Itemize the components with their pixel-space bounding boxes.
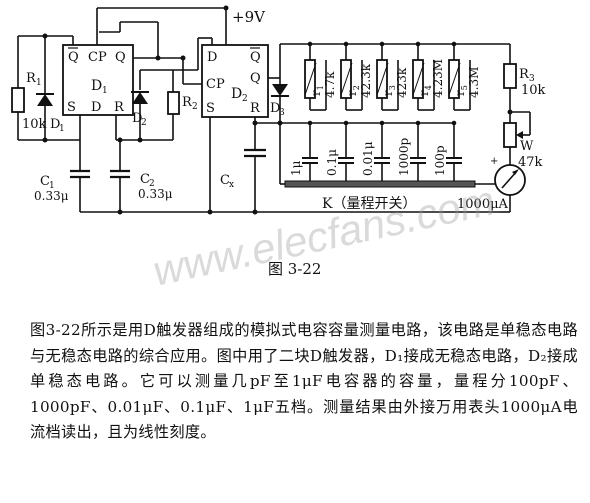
r3-name: R — [519, 67, 530, 82]
junction — [42, 137, 48, 143]
figure-label: 图 3-22 — [268, 260, 321, 278]
r1-sub: 1 — [36, 78, 42, 88]
c2-value: 0.33μ — [138, 187, 173, 201]
junction — [252, 120, 258, 126]
supply-label: +9V — [232, 8, 266, 26]
range-resistor-label: r1 — [309, 85, 325, 96]
range-resistor-label: r4 — [417, 85, 433, 96]
r1-value: 10k — [22, 117, 47, 132]
di1-sub: 1 — [59, 124, 65, 134]
d1-pin-s: S — [67, 100, 76, 115]
junction — [207, 209, 213, 215]
needle-tip — [512, 169, 519, 175]
pot-value: 47k — [518, 155, 543, 170]
resistor-r2 — [167, 91, 180, 115]
pot-name: W — [520, 139, 534, 154]
caption-paragraph: 图3-22所示是用D触发器组成的模拟式电容容量测量电路，该电路是单稳态电路与无稳… — [30, 321, 578, 441]
r3-sub: 3 — [529, 74, 535, 84]
c2-name: C — [140, 172, 150, 187]
flip-flop-d2 — [201, 44, 269, 118]
range-resistor-value: 4.7k — [323, 71, 337, 98]
d2-pin-cp: CP — [206, 77, 225, 92]
junction — [379, 41, 385, 47]
d1-pin-qbar: Q — [68, 50, 79, 65]
resistor-hatch — [340, 62, 353, 96]
d1-pin-q: Q — [115, 50, 126, 65]
diode-d2 — [132, 92, 148, 104]
c1-sub: 1 — [49, 181, 55, 191]
r2-sub: 2 — [192, 102, 198, 112]
resistor-hatch — [412, 62, 425, 96]
junction — [180, 55, 186, 61]
di3-name: D — [270, 101, 280, 116]
range-resistor-value: 423k — [395, 67, 409, 98]
junction — [117, 209, 123, 215]
di1-name: D — [50, 117, 60, 132]
di2-name: D — [132, 111, 142, 126]
resistor-hatch — [304, 62, 317, 96]
range-resistor-value: 4.23M — [431, 59, 445, 98]
d1-pin-cp: CP — [88, 50, 107, 65]
d2-name: D — [231, 86, 242, 102]
wiper-arrow — [516, 131, 523, 139]
d2-pin-qbar: Q — [250, 50, 261, 65]
d2-sub: 2 — [242, 94, 248, 104]
c1-name: C — [40, 174, 50, 189]
junction — [223, 5, 229, 11]
resistor-r1 — [11, 87, 25, 113]
di3-sub: 3 — [279, 108, 285, 118]
d1-name: D — [91, 78, 102, 94]
range-resistor-label: r5 — [453, 85, 469, 96]
circuit-schematic: +9V Q CP Q D 1 S D R R 1 10k D 1 C 1 0.3… — [11, 5, 546, 278]
range-switch-bar — [284, 180, 476, 188]
range-capacitor-label: 1000p — [397, 137, 411, 176]
c1-value: 0.33μ — [34, 189, 69, 203]
range-capacitor-label: 1μ — [289, 160, 303, 176]
diode-d3 — [272, 84, 288, 96]
di2-sub: 2 — [141, 118, 147, 128]
r1-name: R — [26, 71, 37, 86]
junction — [252, 209, 258, 215]
junction — [415, 41, 421, 47]
d1-pin-r: R — [114, 100, 125, 115]
c2-sub: 2 — [149, 179, 155, 189]
d2-pin-s: S — [206, 101, 215, 116]
r2-name: R — [182, 95, 193, 110]
r3-value: 10k — [521, 83, 546, 98]
cx-name: C — [220, 173, 230, 188]
junction — [343, 41, 349, 47]
range-resistor-label: r2 — [345, 85, 361, 96]
d2-pin-r: R — [250, 101, 261, 116]
diode-d1 — [37, 94, 53, 106]
d1-sub: 1 — [102, 86, 108, 96]
range-capacitor-label: 0.01μ — [361, 141, 375, 176]
resistor-hatch — [376, 62, 389, 96]
resistor-hatch — [448, 62, 461, 96]
meter-plus: + — [490, 156, 498, 167]
d1-pin-d: D — [91, 100, 101, 115]
range-capacitor-label: 0.1μ — [325, 149, 339, 176]
resistor-r3 — [503, 63, 517, 89]
junction — [137, 137, 143, 143]
meter-label: 1000μA — [457, 197, 509, 212]
junction — [307, 41, 313, 47]
junction — [155, 55, 161, 61]
range-capacitor-label: 100p — [433, 145, 447, 176]
d2-pin-d: D — [207, 50, 217, 65]
range-resistor-value: 4.3M — [467, 67, 481, 98]
d2-pin-q: Q — [250, 71, 261, 86]
switch-label: K（量程开关） — [322, 196, 416, 212]
potentiometer-w — [503, 122, 517, 148]
junction — [451, 41, 457, 47]
range-resistor-label: r3 — [381, 85, 397, 96]
cx-sub: x — [229, 180, 234, 190]
range-resistor-value: 42.3k — [359, 63, 373, 98]
flip-flop-d1 — [62, 44, 134, 116]
junction — [507, 109, 513, 115]
